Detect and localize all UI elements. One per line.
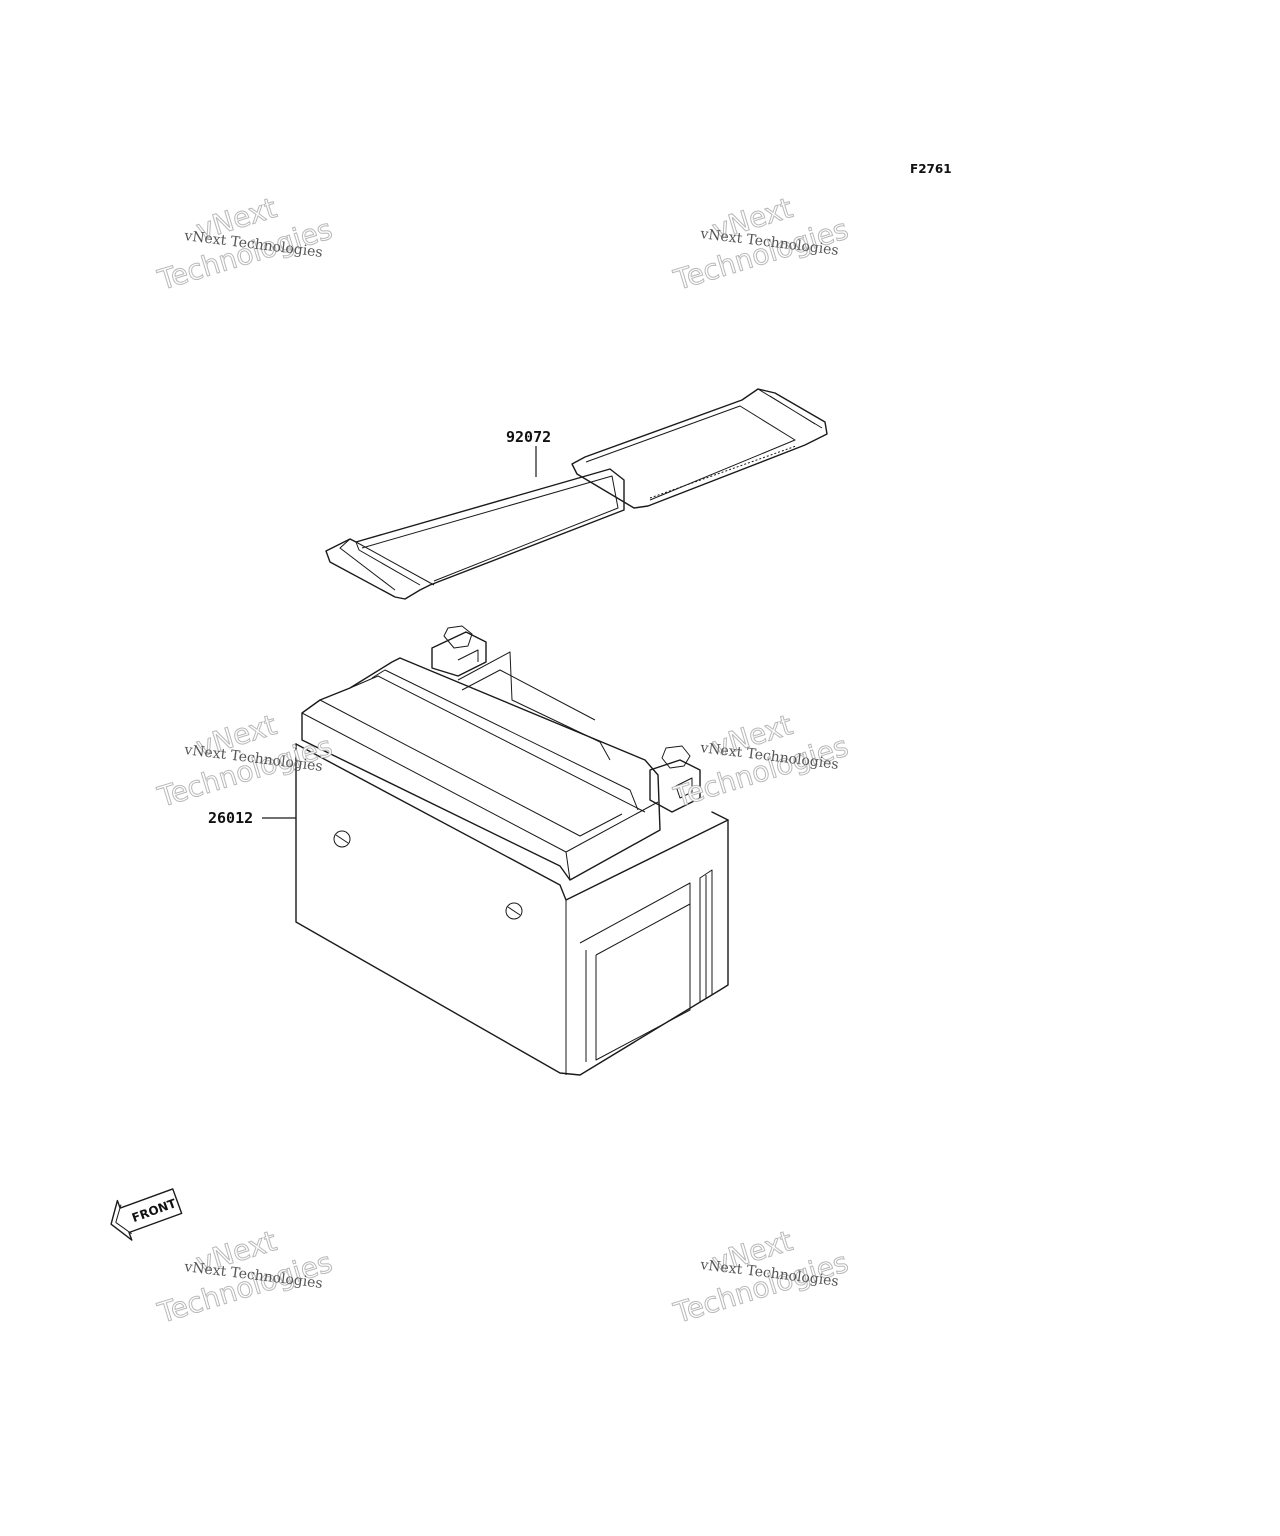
watermark-bottom-right: vNext Technologies vNext Technologies [669,1224,853,1331]
front-arrow-label: FRONT [130,1196,179,1225]
watermark-bottom-left: vNext Technologies vNext Technologies [153,1224,337,1331]
figure-code: F2761 [910,162,952,176]
front-arrow-icon: FRONT [110,1188,183,1241]
watermark-top-left: vNext Technologies vNext Technologies [153,191,337,298]
part-label-26012: 26012 [208,809,253,827]
watermark-mid-right: vNext Technologies vNext Technologies [669,708,853,815]
watermark-top-right: vNext Technologies vNext Technologies [669,191,853,298]
watermark-mid-left: vNext Technologies vNext Technologies [153,708,337,815]
battery-strap-part [325,388,828,600]
battery-part [295,625,729,1076]
part-label-92072: 92072 [506,428,551,446]
